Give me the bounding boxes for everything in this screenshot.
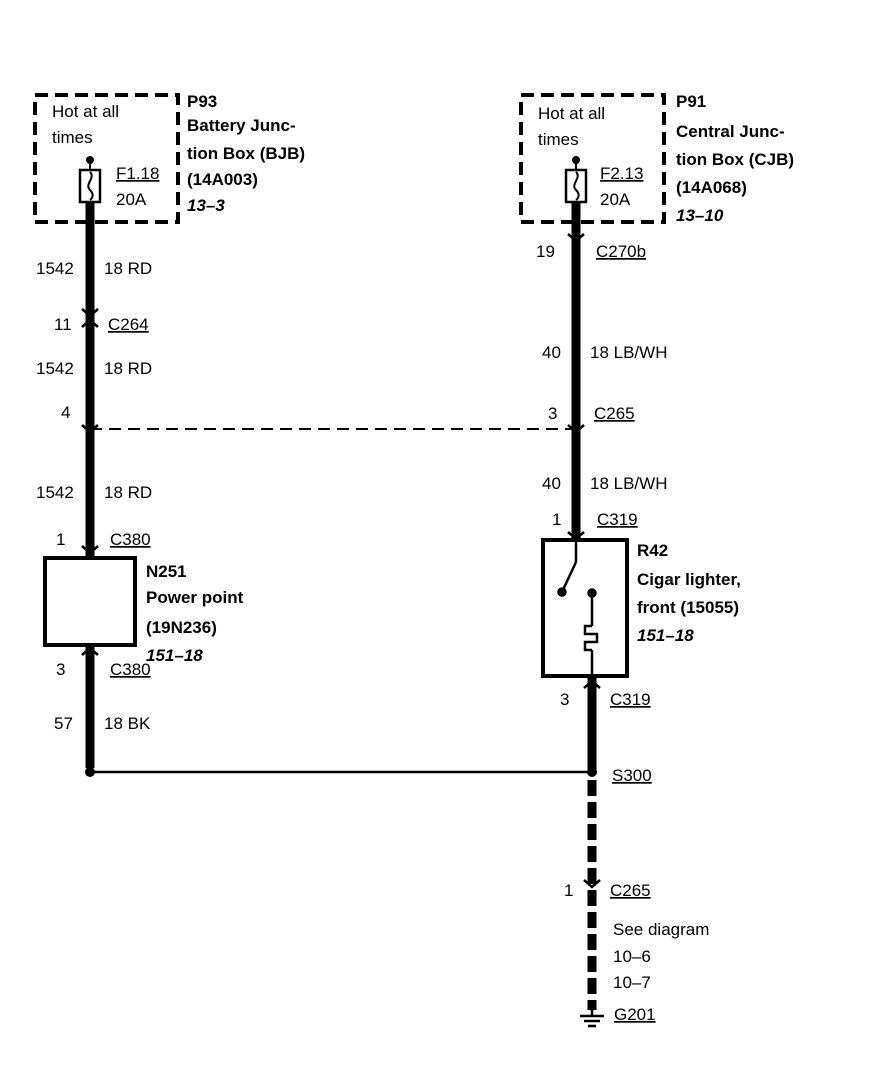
- right-c265-pin: 3: [548, 404, 557, 423]
- c380-bottom-pin: 3: [56, 660, 65, 679]
- cigar-lighter-component: [541, 538, 629, 678]
- right-wire1-color: 18 LB/WH: [590, 343, 667, 362]
- g201-label: G201: [614, 1005, 656, 1024]
- bjb-hot-line1: Hot at all: [52, 102, 119, 121]
- c265b-pin: 1: [564, 881, 573, 900]
- left-wire4-circuit: 57: [54, 714, 73, 733]
- bjb-part-number: (14A003): [187, 170, 258, 189]
- bjb-name-line1: Battery Junc-: [187, 116, 296, 135]
- c380-top-label: C380: [110, 530, 151, 549]
- c319-bottom-label: C319: [610, 690, 651, 709]
- see-diagram-ref2: 10–7: [613, 973, 651, 992]
- cjb-ref: 13–10: [676, 206, 724, 225]
- fuse-f2-13-icon: [564, 168, 588, 204]
- c264-label: C264: [108, 315, 149, 334]
- cjb-name-line1: Central Junc-: [676, 122, 785, 141]
- c380-bottom-label: C380: [110, 660, 151, 679]
- right-wire2-color: 18 LB/WH: [590, 474, 667, 493]
- c270b-label: C270b: [596, 242, 646, 261]
- left-c265-pin: 4: [61, 403, 70, 422]
- power-point-id: N251: [146, 562, 187, 581]
- power-point-ref: 151–18: [146, 646, 203, 665]
- bjb-name-line2: tion Box (BJB): [187, 144, 305, 163]
- right-wire: [571, 202, 597, 772]
- left-splice-dot: [85, 767, 95, 777]
- battery-junction-box-outline: [33, 93, 180, 224]
- bjb-ref: 13–3: [187, 196, 225, 215]
- c319-bottom-pin: 3: [560, 690, 569, 709]
- fuse-f2-13-rating: 20A: [600, 190, 631, 209]
- c319-top-label: C319: [597, 510, 638, 529]
- cigar-lighter-name-line2: front (15055): [637, 598, 739, 617]
- fuse-f2-13-id: F2.13: [600, 164, 643, 183]
- power-point-part-number: (19N236): [146, 618, 217, 637]
- see-diagram-ref1: 10–6: [613, 947, 651, 966]
- central-junction-box-outline: [519, 93, 666, 224]
- left-wire1-circuit: 1542: [36, 259, 74, 278]
- cjb-hot-line1: Hot at all: [538, 104, 605, 123]
- cigar-lighter-switch-icon: [557, 542, 599, 676]
- cjb-hot-line2: times: [538, 130, 579, 149]
- left-connector-markers: [81, 308, 99, 656]
- c380-top-pin: 1: [56, 530, 65, 549]
- cigar-lighter-ref: 151–18: [637, 626, 694, 645]
- cjb-title: P91: [676, 92, 706, 111]
- see-diagram-label: See diagram: [613, 920, 709, 939]
- s300-splice-dot: [587, 767, 597, 777]
- left-wire2-color: 18 RD: [104, 359, 152, 378]
- left-wire2-circuit: 1542: [36, 359, 74, 378]
- right-wire2-circuit: 40: [542, 474, 561, 493]
- c264-pin: 11: [54, 315, 72, 334]
- left-wire3-color: 18 RD: [104, 483, 152, 502]
- bjb-hot-line2: times: [52, 128, 93, 147]
- c265b-label: C265: [610, 881, 651, 900]
- power-point-name: Power point: [146, 588, 244, 607]
- right-c265-label: C265: [594, 404, 635, 423]
- c319-top-pin: 1: [552, 510, 561, 529]
- cjb-part-number: (14A068): [676, 178, 747, 197]
- cigar-lighter-name-line1: Cigar lighter,: [637, 570, 741, 589]
- power-point-component: [43, 556, 137, 647]
- right-wire1-circuit: 40: [542, 343, 561, 362]
- bjb-title: P93: [187, 92, 217, 111]
- s300-label: S300: [612, 766, 652, 785]
- cjb-name-line2: tion Box (CJB): [676, 150, 794, 169]
- fuse-f1-18-icon: [78, 168, 102, 204]
- c270b-pin: 19: [536, 242, 555, 261]
- left-wire3-circuit: 1542: [36, 483, 74, 502]
- cigar-lighter-id: R42: [637, 541, 668, 560]
- fuse-f1-18-id: F1.18: [116, 164, 159, 183]
- left-wire4-color: 18 BK: [104, 714, 151, 733]
- fuse-f1-18-rating: 20A: [116, 190, 147, 209]
- ground-icon: [580, 1010, 604, 1028]
- left-wire1-color: 18 RD: [104, 259, 152, 278]
